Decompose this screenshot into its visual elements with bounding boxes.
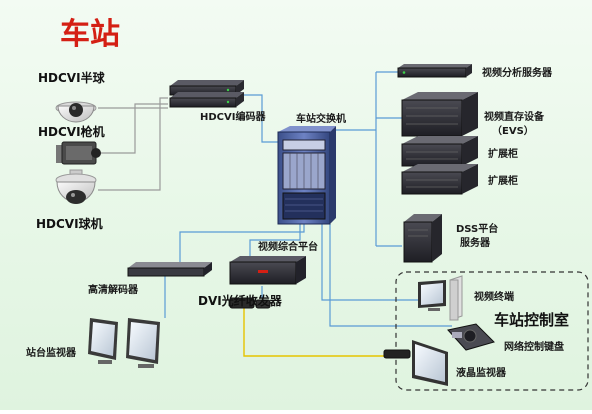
hd-decoder-label: 高清解码器	[88, 283, 139, 296]
link-switch-terminal	[321, 224, 418, 301]
hdcvi-encoder-label: HDCVI编码器	[200, 110, 266, 123]
video-storage-label-1: 视频直存设备	[484, 110, 545, 123]
video-platform-label: 视频综合平台	[258, 240, 318, 253]
expansion-1-label: 扩展柜	[488, 147, 518, 160]
platform-monitor-1	[88, 318, 118, 364]
link-switch-platform	[249, 224, 301, 256]
hdcvi-bullet-camera	[56, 141, 101, 165]
control-room-label: 车站控制室	[494, 311, 569, 329]
dvi-transceiver-device	[229, 297, 271, 309]
hdcvi-speed-dome-camera	[55, 169, 97, 204]
video-platform-device	[229, 256, 306, 285]
hd-decoder-device	[127, 262, 212, 277]
page-title: 车站	[60, 17, 120, 52]
station-switch-label: 车站交换机	[296, 112, 346, 125]
link-bullet-encoder	[98, 103, 168, 154]
network-keyboard-label: 网络控制键盘	[504, 340, 564, 353]
link-switch-decoder	[179, 224, 305, 262]
lcd-monitor-device	[383, 340, 448, 386]
dss-label-2: 服务器	[460, 236, 491, 249]
link-speed-encoder	[98, 97, 168, 191]
video-storage-label-2: （EVS）	[492, 124, 534, 137]
connection-lines	[98, 71, 452, 357]
video-terminal-label: 视频终端	[474, 290, 514, 303]
network-keyboard-device	[447, 323, 495, 351]
video-terminal-device	[418, 275, 463, 321]
dss-platform-server	[403, 214, 442, 263]
hdcvi-encoder-device	[169, 80, 244, 108]
hdcvi-dome-camera	[55, 101, 97, 123]
expansion-cabinet-2	[401, 164, 478, 195]
hdcvi-speed-label: HDCVI球机	[36, 216, 103, 231]
hdcvi-bullet-label: HDCVI枪机	[38, 124, 105, 139]
platform-monitor-2	[126, 318, 160, 368]
hdcvi-dome-label: HDCVI半球	[38, 70, 106, 85]
expansion-2-label: 扩展柜	[488, 174, 518, 187]
dss-label-1: DSS平台	[456, 222, 498, 235]
platform-monitor-label: 站台监视器	[26, 346, 77, 359]
dvi-transceiver-label: DVI光纤收发器	[198, 293, 283, 308]
video-analysis-label: 视频分析服务器	[482, 66, 553, 79]
video-storage-evs-device	[401, 92, 478, 137]
lcd-monitor-label: 液晶监视器	[456, 366, 507, 379]
link-encoder-switch	[244, 94, 278, 143]
video-analysis-server-device	[397, 64, 472, 78]
link-dvi-fiber	[243, 308, 384, 357]
expansion-cabinet-1	[401, 136, 478, 167]
control-room-boundary	[395, 271, 589, 391]
link-switch-keyboard	[329, 224, 452, 327]
station-switch-device	[277, 126, 336, 225]
